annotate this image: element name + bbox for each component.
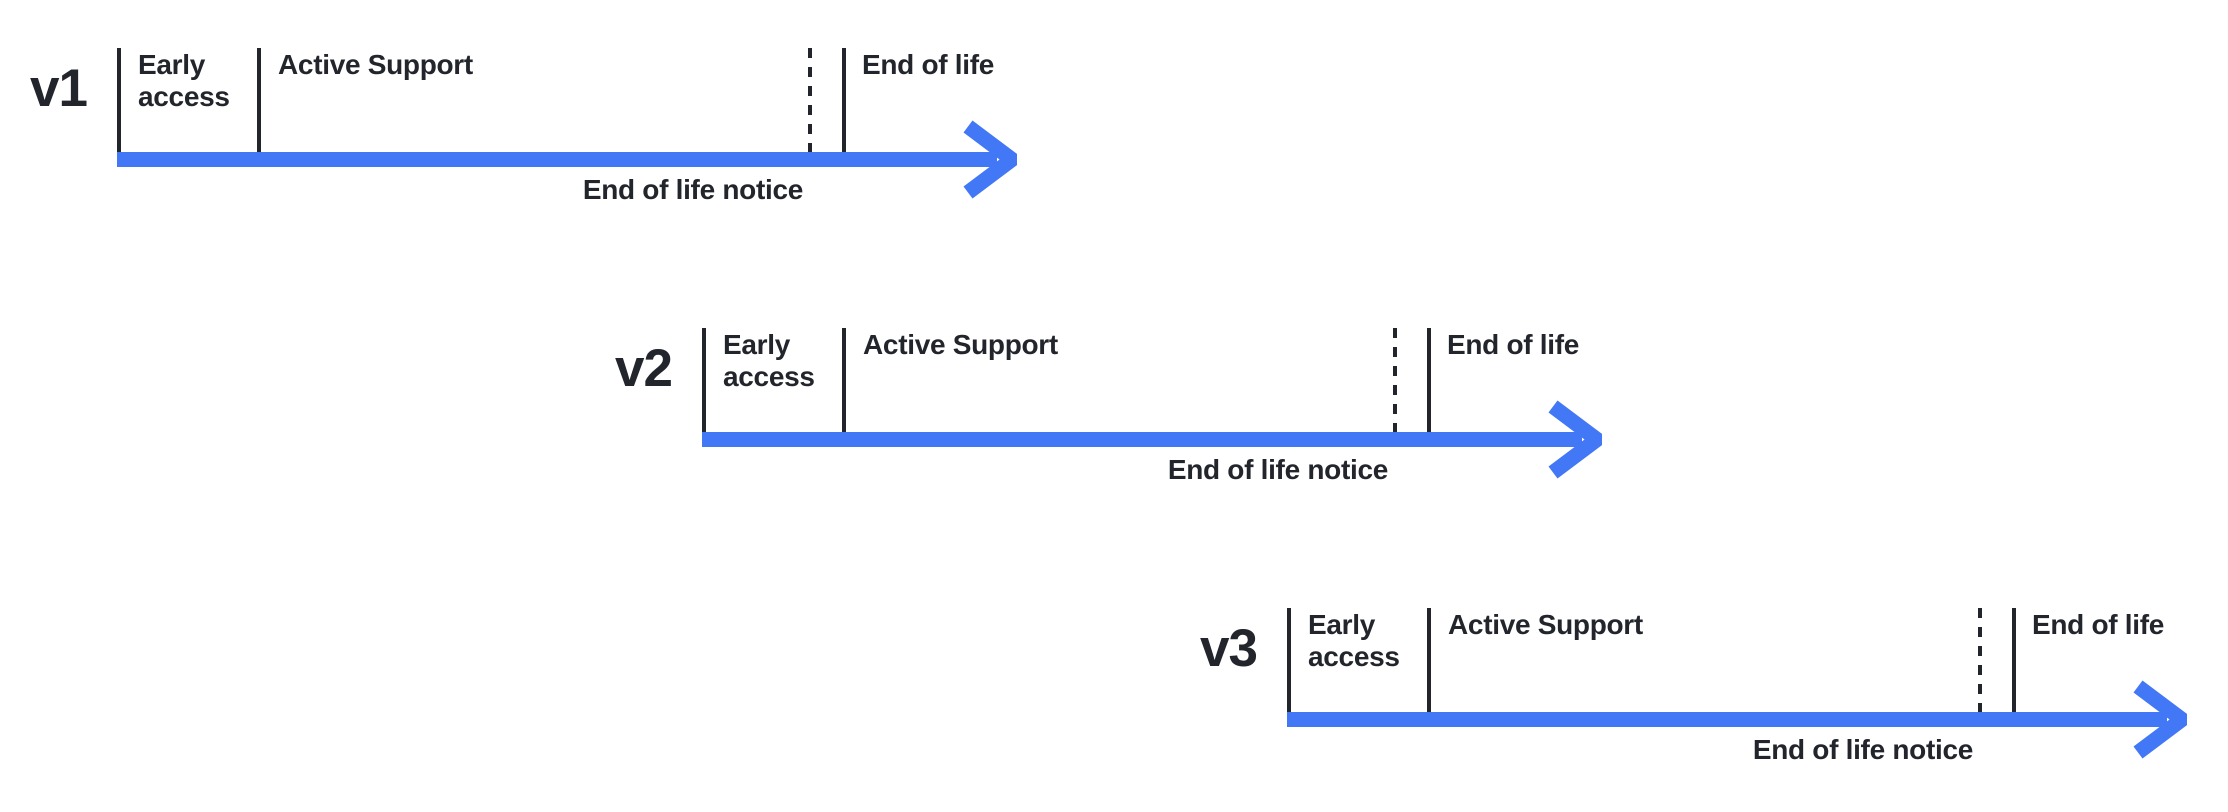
version-label: v3 <box>1200 619 1258 678</box>
eol-notice-label: End of life notice <box>1167 454 1388 485</box>
early-access-label: Early access <box>138 49 230 112</box>
timeline-arrow-shaft <box>702 432 1582 447</box>
timeline-v2: v2 Early access Active Support End of li… <box>615 328 1602 485</box>
end-of-life-label: End of life <box>2032 609 2165 640</box>
early-access-label: Early access <box>723 329 815 392</box>
eol-notice-dashed-line <box>1978 608 1982 712</box>
active-support-label: Active Support <box>1448 609 1643 640</box>
timeline-arrow-shaft <box>1287 712 2167 727</box>
end-of-life-tick <box>842 48 846 152</box>
eol-notice-dashed-line <box>808 48 812 152</box>
early-access-start-tick <box>1287 608 1291 712</box>
timeline-v3: v3 Early access Active Support End of li… <box>1200 608 2187 765</box>
active-support-label: Active Support <box>278 49 473 80</box>
active-support-start-tick <box>1427 608 1431 712</box>
version-label: v2 <box>615 339 673 398</box>
end-of-life-tick <box>2012 608 2016 712</box>
arrow-right-icon <box>2133 680 2187 759</box>
eol-notice-dashed-line <box>1393 328 1397 432</box>
early-access-label: Early access <box>1308 609 1400 672</box>
version-label: v1 <box>30 59 88 118</box>
eol-notice-label: End of life notice <box>582 174 803 205</box>
end-of-life-label: End of life <box>1447 329 1580 360</box>
active-support-label: Active Support <box>863 329 1058 360</box>
end-of-life-tick <box>1427 328 1431 432</box>
arrow-right-icon <box>1548 400 1602 479</box>
timeline-arrow-shaft <box>117 152 997 167</box>
arrow-right-icon <box>963 120 1017 199</box>
active-support-start-tick <box>842 328 846 432</box>
timeline-v1: v1 Early access Active Support End of li… <box>30 48 1017 205</box>
eol-notice-label: End of life notice <box>1752 734 1973 765</box>
early-access-start-tick <box>117 48 121 152</box>
active-support-start-tick <box>257 48 261 152</box>
end-of-life-label: End of life <box>862 49 995 80</box>
early-access-start-tick <box>702 328 706 432</box>
